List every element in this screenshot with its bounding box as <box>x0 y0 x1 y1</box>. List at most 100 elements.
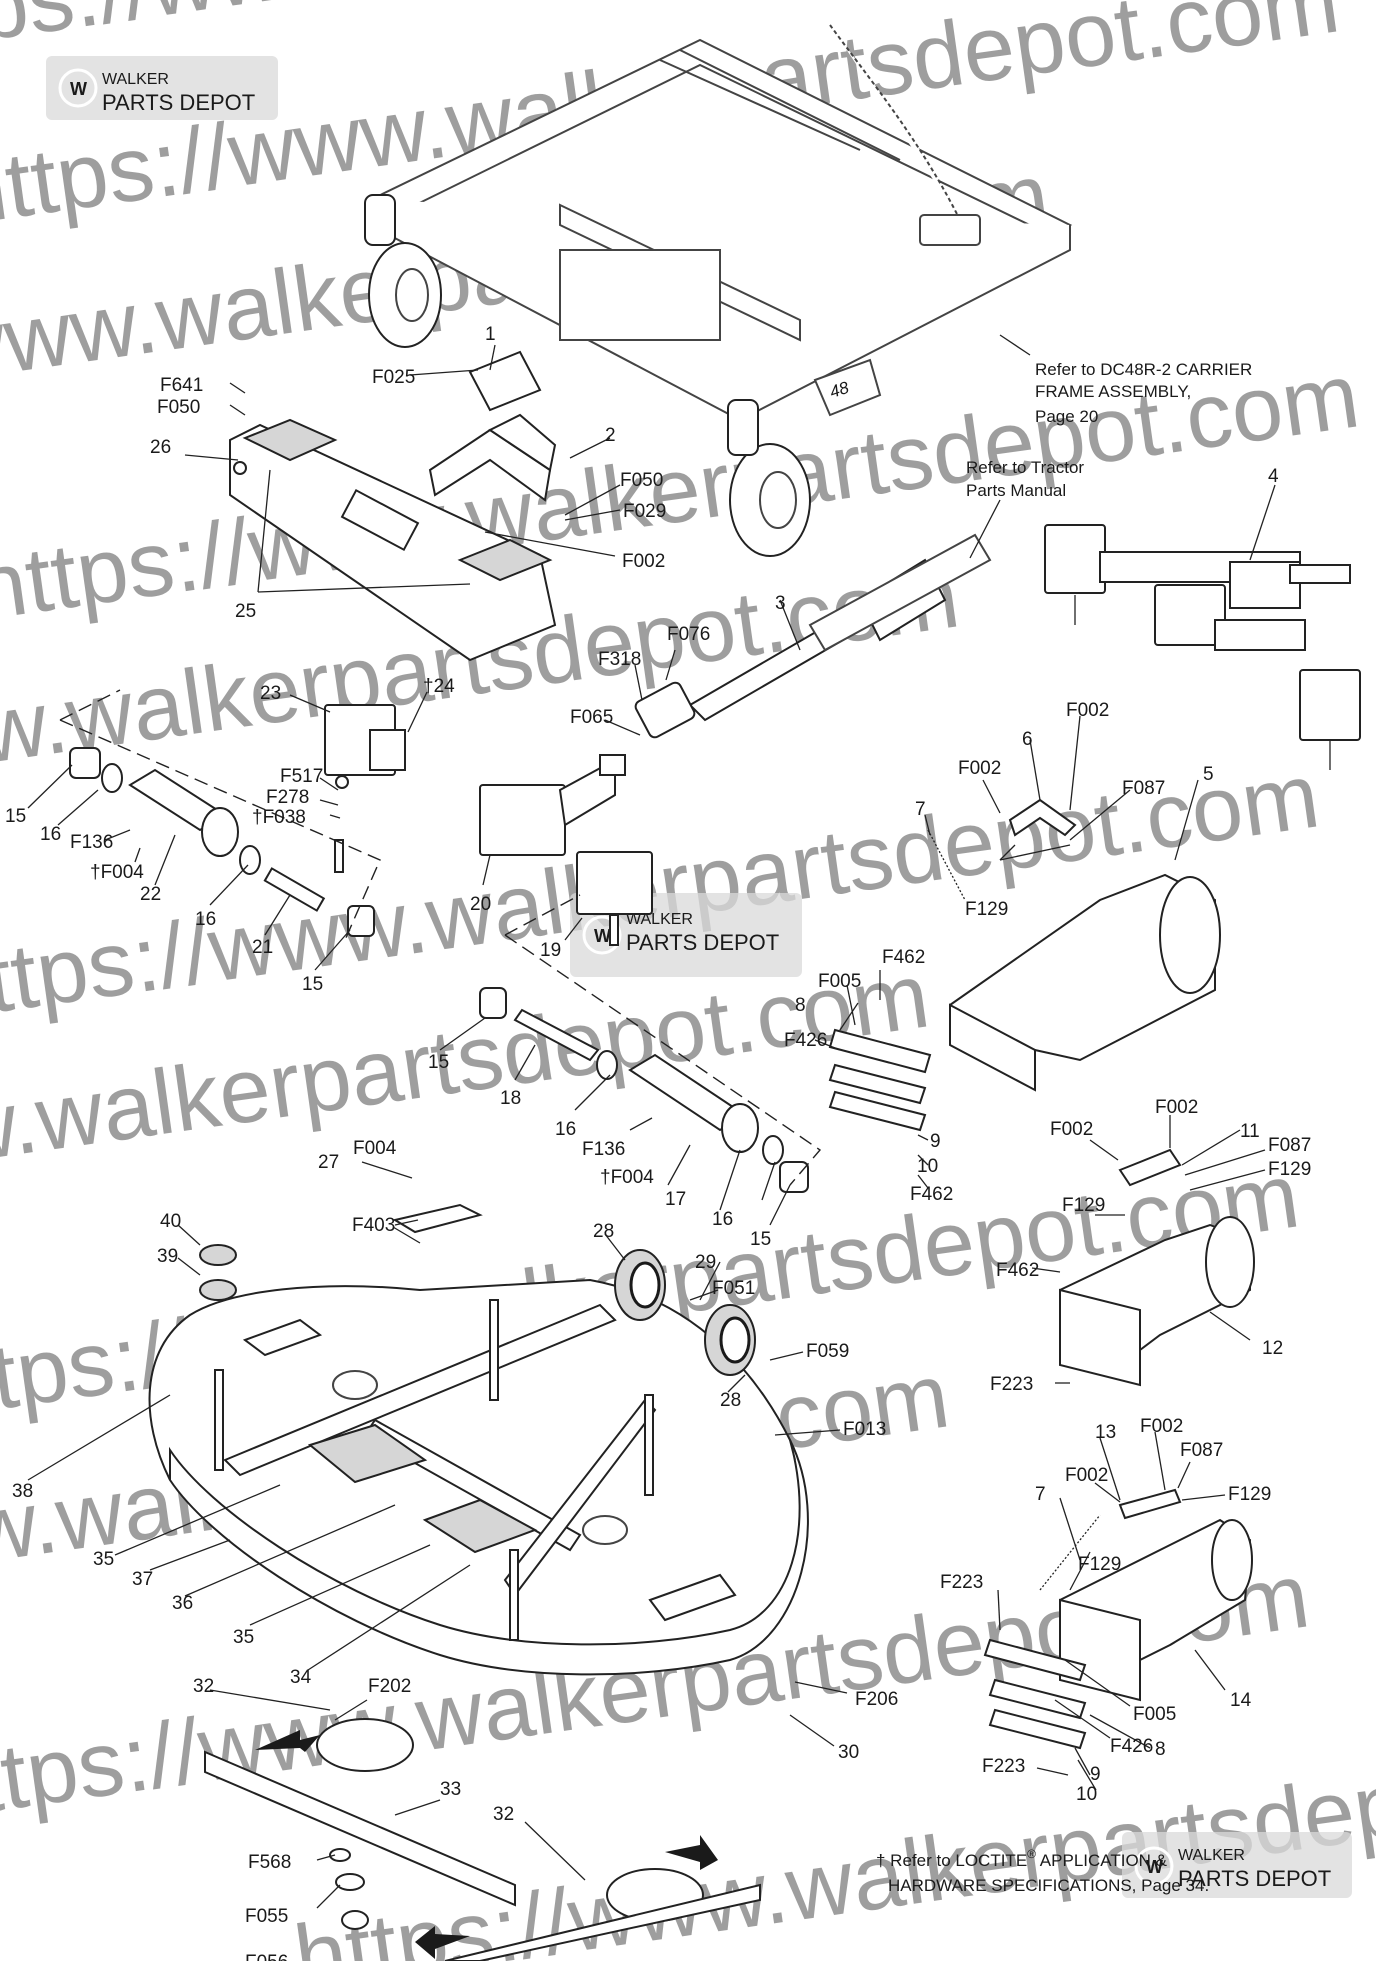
part-label: F004 <box>353 1138 397 1159</box>
part-label: F206 <box>855 1689 898 1710</box>
part-label: †24 <box>423 676 455 697</box>
belt-cover-26 <box>229 418 557 662</box>
part-label: 8 <box>1155 1739 1166 1760</box>
mower-deck <box>148 1278 809 1676</box>
hinge-plate-8 <box>828 1028 932 1132</box>
ref-line: Refer to DC48R-2 CARRIER <box>1035 360 1252 379</box>
part-label: F065 <box>570 707 613 728</box>
part-label: 26 <box>150 437 171 458</box>
svg-text:PARTS DEPOT: PARTS DEPOT <box>1178 1866 1331 1891</box>
walker-parts-depot-logo: W WALKER PARTS DEPOT <box>1122 1832 1352 1898</box>
part-label: 9 <box>1090 1764 1101 1785</box>
part-label: 15 <box>5 806 26 827</box>
part-label: 33 <box>440 1779 461 1800</box>
part-label: †F038 <box>252 807 306 828</box>
part-label: 2 <box>605 425 616 446</box>
part-label: F055 <box>245 1906 288 1927</box>
svg-text:WALKER: WALKER <box>626 911 693 928</box>
part-label: 23 <box>260 683 281 704</box>
spring-7 <box>927 829 966 901</box>
svg-text:WALKER: WALKER <box>1178 1847 1245 1864</box>
part-label: F002 <box>1155 1097 1198 1118</box>
part-label: 39 <box>157 1246 178 1267</box>
part-label: F136 <box>582 1139 625 1160</box>
part-label: 16 <box>40 824 61 845</box>
part-label: F005 <box>1133 1704 1176 1725</box>
part-label: F002 <box>622 551 665 572</box>
ref-line: Page 20 <box>1035 407 1098 426</box>
part-label: F051 <box>712 1278 755 1299</box>
part-label: F318 <box>598 649 641 670</box>
part-label: 4 <box>1268 466 1279 487</box>
bracket-2 <box>428 413 557 502</box>
part-label: 13 <box>1095 1422 1116 1443</box>
part-label: 22 <box>140 884 161 905</box>
spindle-cup-32 <box>316 1718 704 1922</box>
part-label: F087 <box>1268 1135 1311 1156</box>
spacer-39-40 <box>199 1244 237 1301</box>
svg-text:W: W <box>1146 1857 1163 1877</box>
part-label: F087 <box>1122 778 1165 799</box>
part-label: F517 <box>280 766 323 787</box>
part-label: F462 <box>882 947 925 968</box>
carrier-frame: 48 <box>364 24 1073 557</box>
part-label: 17 <box>665 1189 686 1210</box>
ref-carrier-frame: Refer to DC48R-2 CARRIER FRAME ASSEMBLY,… <box>999 334 1252 426</box>
part-label: 28 <box>720 1390 741 1411</box>
part-label: F129 <box>1268 1159 1311 1180</box>
ref-loctite-note: † Refer to LOCTITE® APPLICATION & HARDWA… <box>876 1847 1209 1895</box>
part-label: F002 <box>1140 1416 1183 1437</box>
plate-1 <box>468 350 542 412</box>
part-label: 15 <box>750 1229 771 1250</box>
part-label: 10 <box>917 1156 938 1177</box>
ref-line: Refer to Tractor <box>966 458 1084 477</box>
part-label: F223 <box>940 1572 983 1593</box>
part-label: 30 <box>838 1742 859 1763</box>
bracket-13 <box>1118 1488 1182 1520</box>
gearbox-19 <box>576 851 653 946</box>
part-label: 16 <box>195 909 216 930</box>
shaft-assembly-17 <box>479 894 822 1193</box>
part-label: 6 <box>1022 729 1033 750</box>
part-label: 18 <box>500 1088 521 1109</box>
part-label: F641 <box>160 375 203 396</box>
part-label: F050 <box>157 397 200 418</box>
part-label: †F004 <box>600 1167 654 1188</box>
part-label: 10 <box>1076 1784 1097 1805</box>
part-label: F129 <box>1062 1195 1105 1216</box>
part-label: 15 <box>302 974 323 995</box>
part-label: F462 <box>996 1260 1039 1281</box>
part-label: 5 <box>1203 764 1214 785</box>
svg-text:WALKER: WALKER <box>102 71 169 88</box>
part-label: F002 <box>1050 1119 1093 1140</box>
part-label: 15 <box>428 1052 449 1073</box>
part-label: F223 <box>990 1374 1033 1395</box>
part-label: F005 <box>818 971 861 992</box>
ref-line: Parts Manual <box>966 481 1066 500</box>
svg-text:W: W <box>70 79 87 99</box>
part-label: F202 <box>368 1676 411 1697</box>
part-label: 32 <box>193 1676 214 1697</box>
part-label: F136 <box>70 832 113 853</box>
direction-arrows <box>255 1730 718 1959</box>
part-label: F462 <box>910 1184 953 1205</box>
walker-parts-depot-logo: W WALKER PARTS DEPOT <box>46 56 278 120</box>
part-label: 12 <box>1262 1338 1283 1359</box>
part-label: 8 <box>795 995 806 1016</box>
part-label: F059 <box>806 1341 849 1362</box>
wheel-28b <box>704 1304 756 1376</box>
gearbox-23 <box>324 704 406 873</box>
part-label: 16 <box>555 1119 576 1140</box>
part-label: F426 <box>784 1030 827 1051</box>
ref-tractor-manual: Refer to Tractor Parts Manual <box>966 458 1084 559</box>
gearbox-assembly-4 <box>1044 524 1361 770</box>
part-label: †F004 <box>90 862 144 883</box>
part-label: F076 <box>667 624 710 645</box>
part-label: 38 <box>12 1481 33 1502</box>
part-label: F129 <box>1228 1484 1271 1505</box>
part-label: 21 <box>252 937 273 958</box>
part-label: 9 <box>930 1131 941 1152</box>
blade-33 <box>204 1750 761 1961</box>
ref-line: HARDWARE SPECIFICATIONS, Page 34. <box>888 1876 1209 1895</box>
part-label: F050 <box>620 470 663 491</box>
